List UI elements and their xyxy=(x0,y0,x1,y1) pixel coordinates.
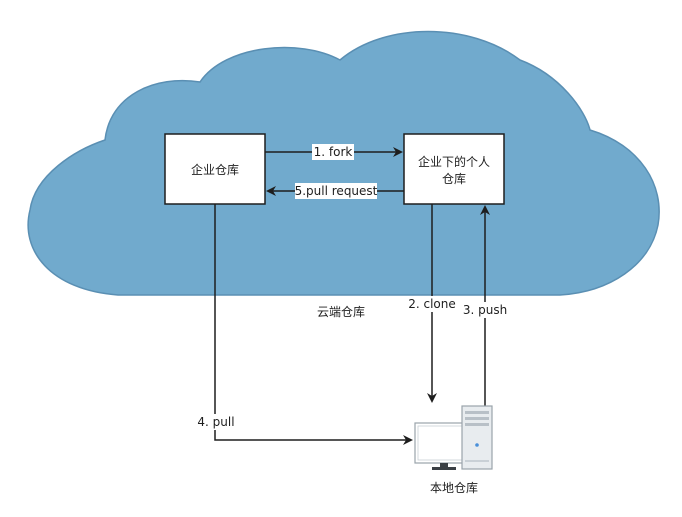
clone-label: 2. clone xyxy=(408,297,456,311)
pull-label: 4. pull xyxy=(197,415,234,429)
enterprise-repo-box xyxy=(164,133,266,205)
enterprise-repo-label: 企业仓库 xyxy=(191,162,239,177)
pull-request-label: 5.pull request xyxy=(295,184,378,198)
push-label: 3. push xyxy=(463,303,507,317)
push-label-bg xyxy=(460,302,510,318)
pull-request-label-bg xyxy=(295,183,377,199)
computer-tower-icon xyxy=(414,405,493,470)
personal-repo-label-line2: 仓库 xyxy=(442,171,466,186)
fork-label: 1. fork xyxy=(314,145,353,159)
pull-label-bg xyxy=(195,414,237,430)
cloud-label: 云端仓库 xyxy=(317,304,365,319)
fork-label-bg xyxy=(312,144,354,160)
tower-icon xyxy=(461,405,493,470)
personal-repo-box xyxy=(403,133,505,205)
local-repo-label: 本地仓库 xyxy=(430,480,478,495)
clone-label-bg xyxy=(406,296,458,312)
cloud-shape xyxy=(27,30,660,296)
personal-repo-label-line1: 企业下的个人 xyxy=(418,154,490,169)
pull-arrow xyxy=(214,204,413,445)
